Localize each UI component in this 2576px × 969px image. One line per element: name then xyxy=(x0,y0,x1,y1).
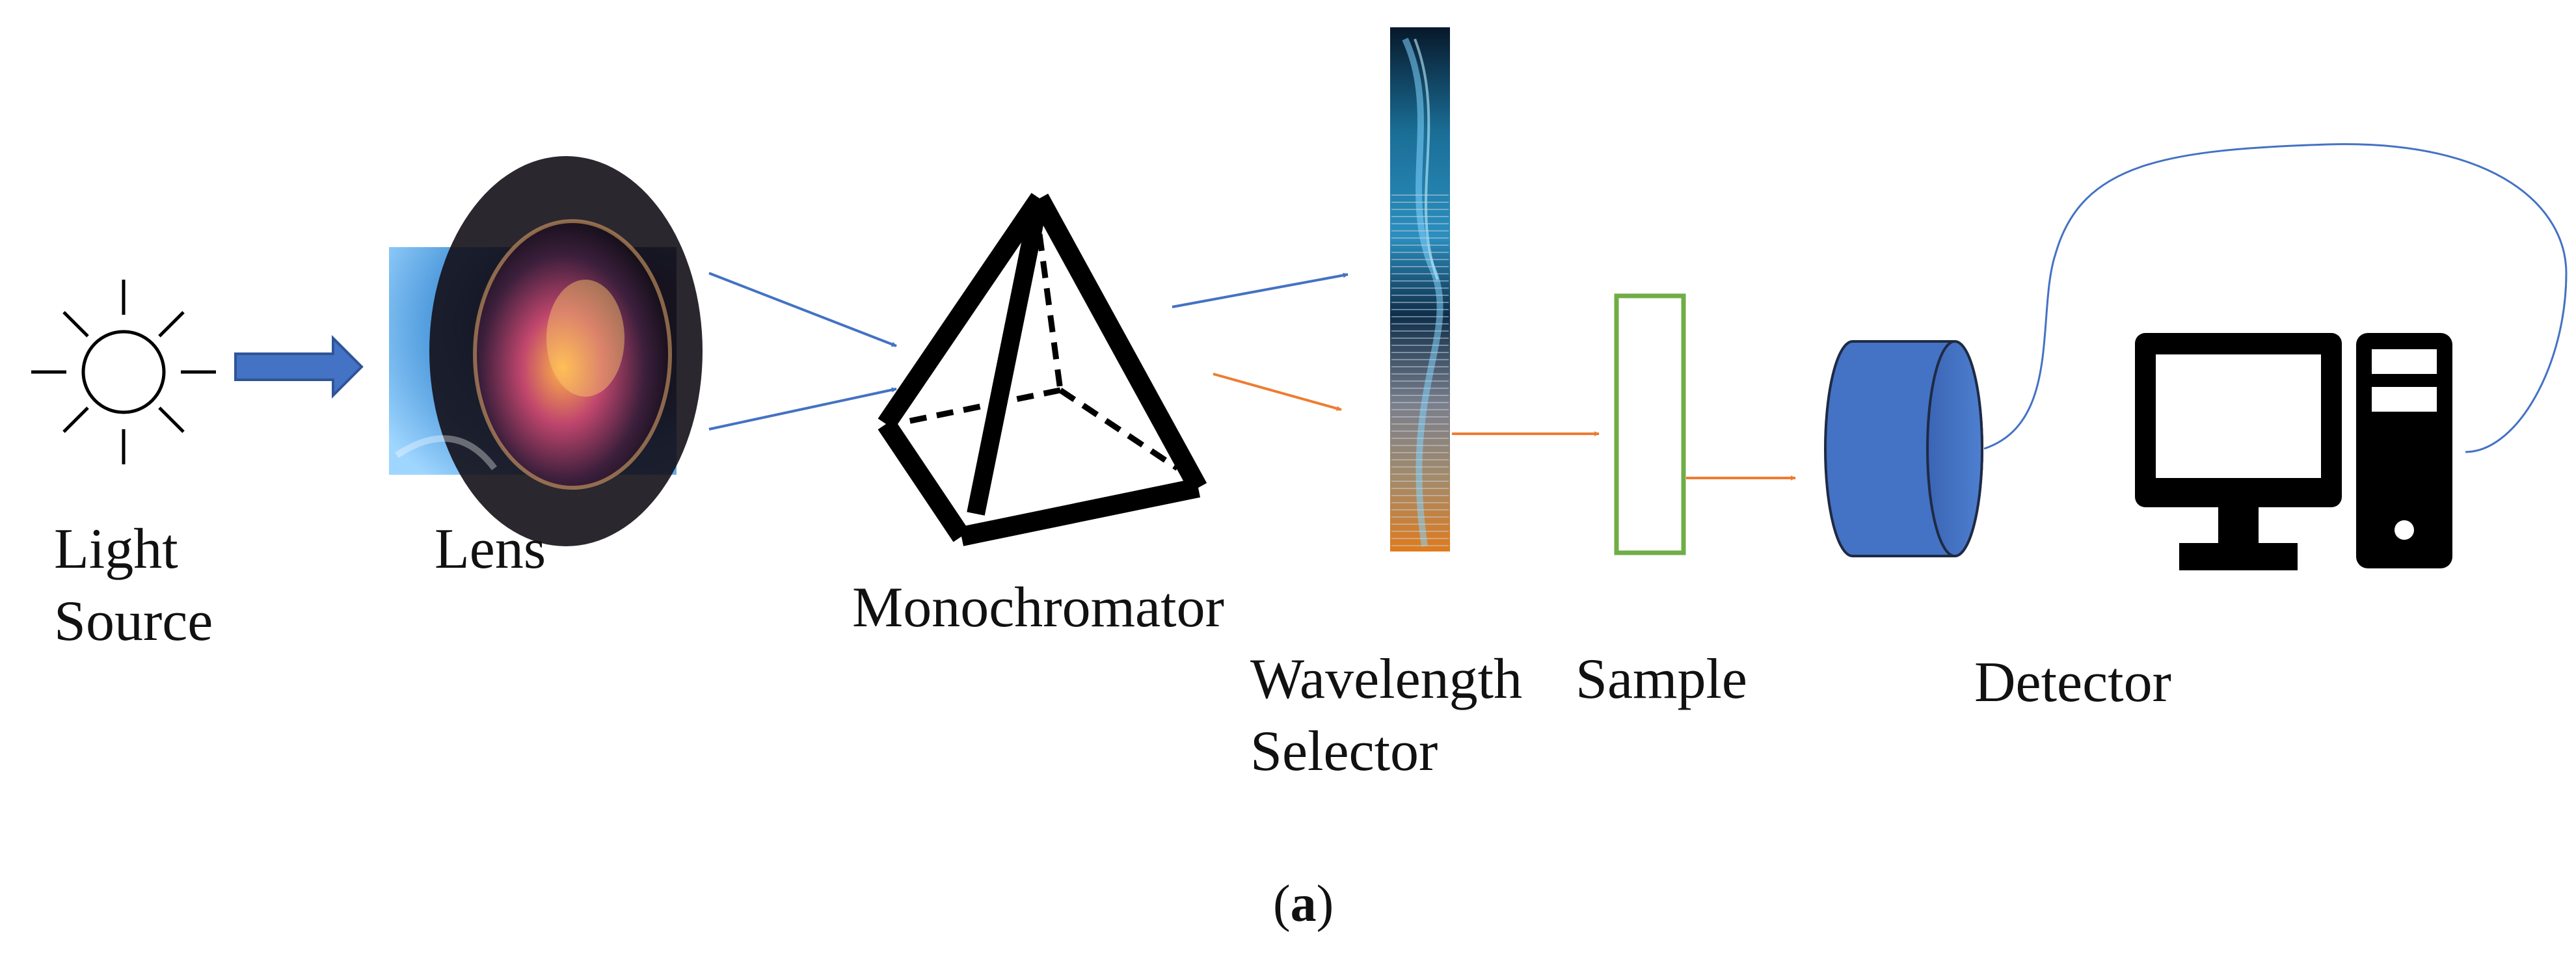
light-source-label-line1: Light xyxy=(54,518,178,581)
wavelength-selector-label-line1: Wavelength xyxy=(1250,648,1523,711)
lens-photo xyxy=(389,156,703,546)
cable-line xyxy=(1983,143,2568,453)
light-source-label: Light Source xyxy=(54,514,213,658)
cylinder-detector-icon xyxy=(1824,340,1983,557)
arrow-right-icon xyxy=(234,335,364,399)
beam-orange-out xyxy=(1213,373,1342,411)
sun-icon xyxy=(31,280,216,464)
computer-monitor-icon xyxy=(2135,333,2342,570)
monochromator-label: Monochromator xyxy=(852,576,1224,639)
light-source-label-line2: Source xyxy=(54,589,213,653)
sample-box xyxy=(1614,293,1686,555)
detector-label: Detector xyxy=(1974,651,2171,714)
spectrum-strip xyxy=(1390,27,1450,551)
caption-close-paren: ) xyxy=(1316,875,1334,933)
lens-label: Lens xyxy=(435,518,546,581)
wavelength-selector-label: Wavelength Selector xyxy=(1250,644,1522,788)
caption-letter: a xyxy=(1290,875,1317,933)
beam-upper-in xyxy=(708,272,897,347)
computer-tower-icon xyxy=(2356,333,2452,568)
wavelength-selector-label-line2: Selector xyxy=(1250,719,1438,783)
beam-lower-in xyxy=(708,387,897,431)
caption-open-paren: ( xyxy=(1273,875,1291,933)
beam-blue-out xyxy=(1172,272,1348,308)
figure-caption: (a) xyxy=(1273,871,1334,937)
pyramid-prism-icon xyxy=(878,192,1207,546)
sample-label: Sample xyxy=(1576,648,1747,711)
